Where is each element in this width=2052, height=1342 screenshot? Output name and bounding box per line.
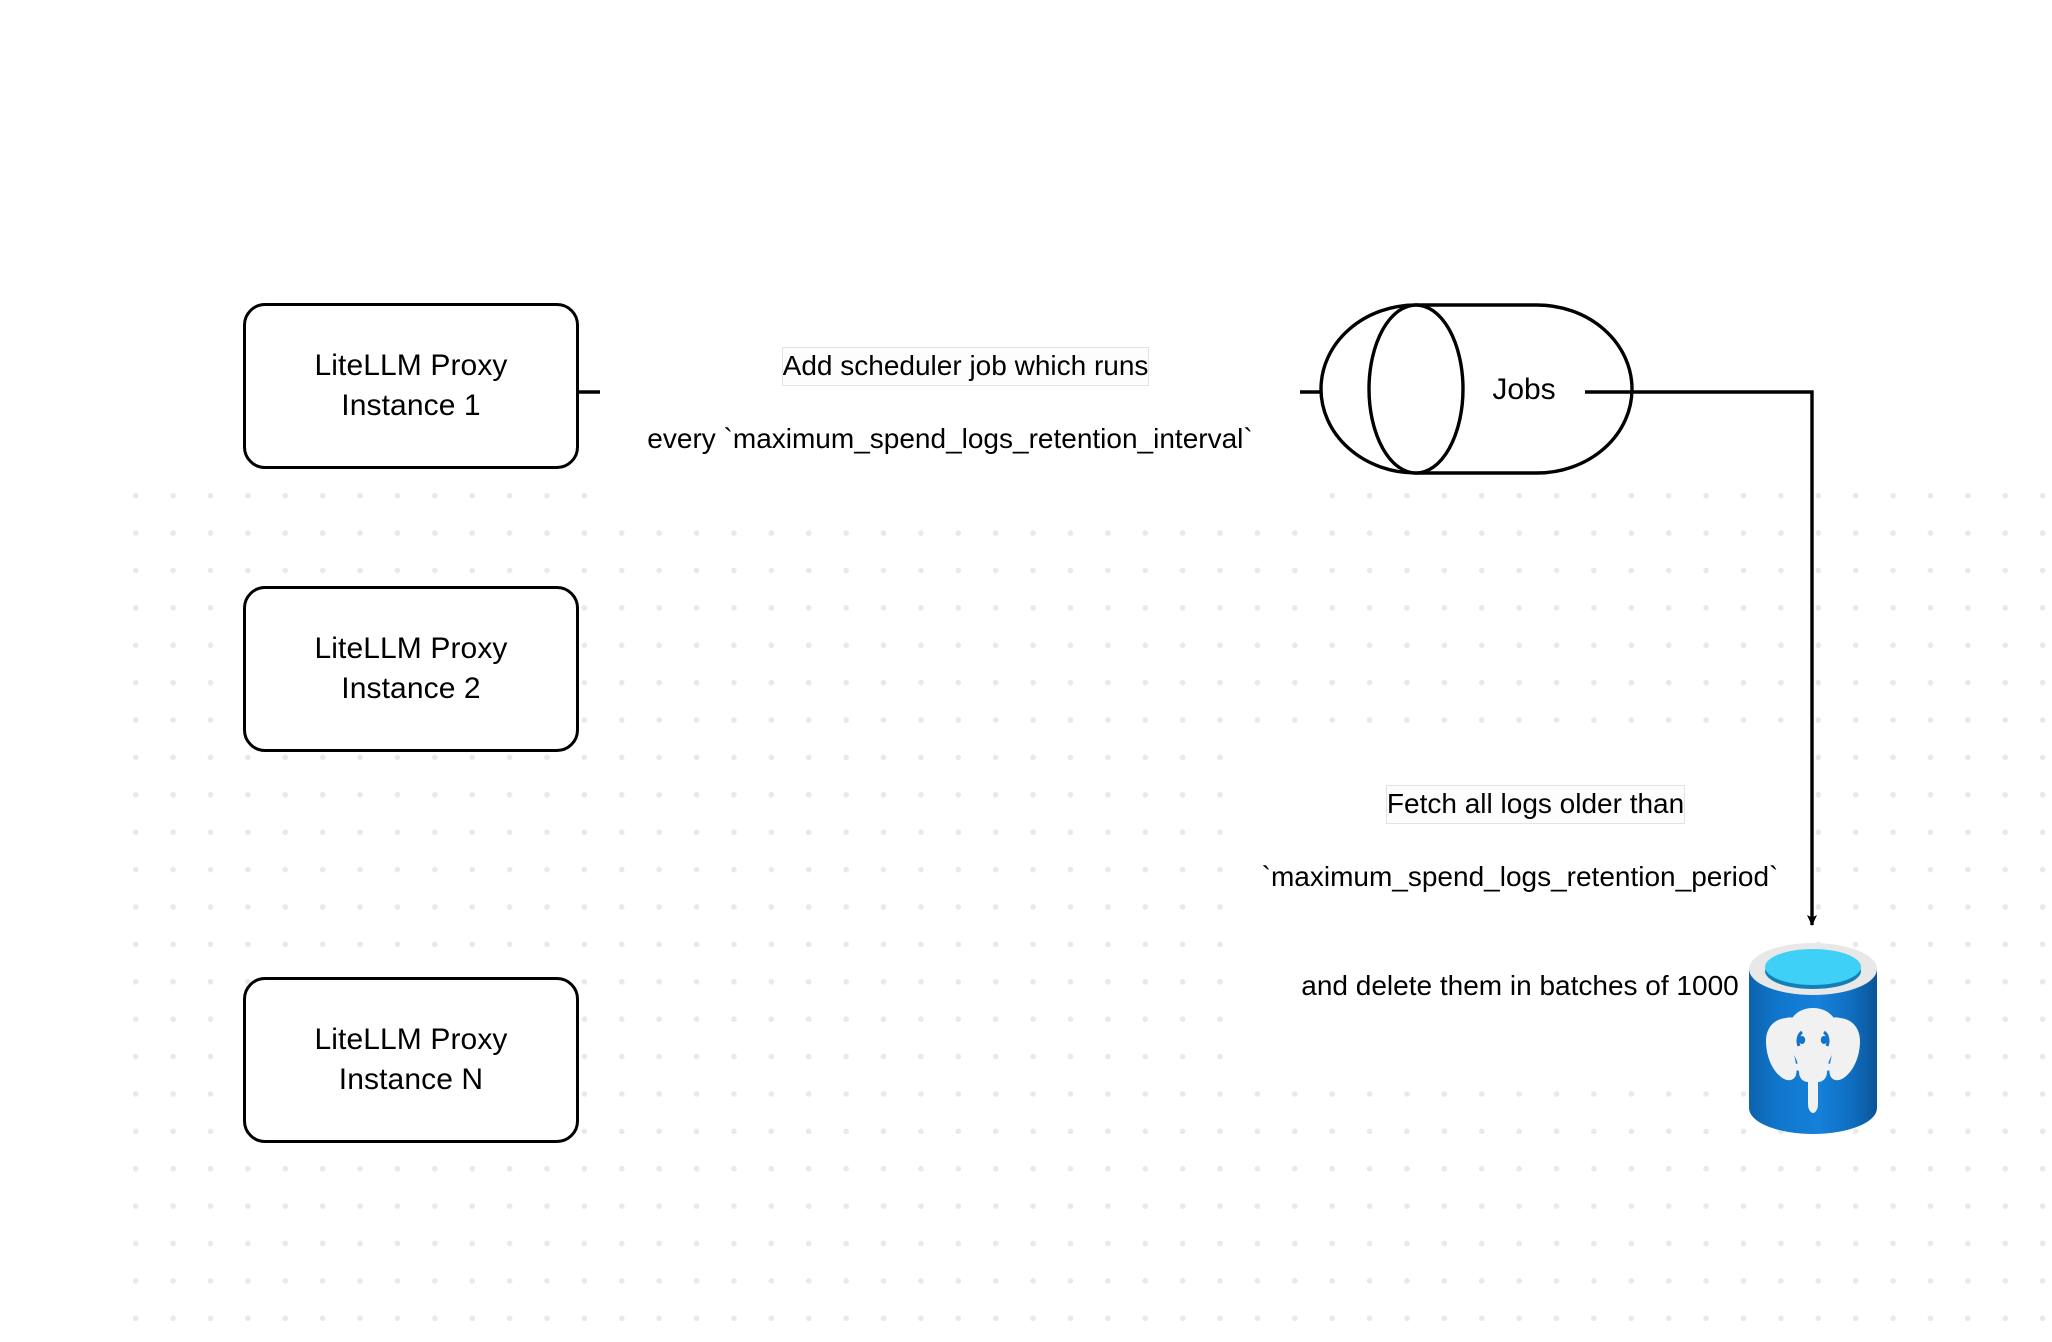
jobs-cylinder-shape [1319, 303, 1634, 475]
node-jobs-label: Jobs [1492, 373, 1556, 406]
edge-label-line: `maximum_spend_logs_retention_period` [1261, 861, 1779, 893]
node-postgres-database[interactable] [1744, 936, 1882, 1142]
node-litellm-proxy-instance-1[interactable]: LiteLLM Proxy Instance 1 [243, 303, 579, 469]
edge-label-fetch-delete: Fetch all logs older than `maximum_spend… [1240, 750, 1800, 1078]
edge-label-line: every `maximum_spend_logs_retention_inte… [647, 423, 1253, 455]
node-litellm-proxy-instance-2[interactable]: LiteLLM Proxy Instance 2 [243, 586, 579, 752]
node-label-line: Instance 1 [341, 389, 481, 422]
edge-label-line: Add scheduler job which runs [781, 347, 1150, 386]
connector-jobs-to-postgres [1585, 390, 1817, 926]
edge-label-line: Fetch all logs older than [1385, 785, 1686, 824]
node-litellm-proxy-instance-n[interactable]: LiteLLM Proxy Instance N [243, 977, 579, 1143]
node-label-line: LiteLLM Proxy [314, 1022, 508, 1056]
postgresql-database-icon [1749, 943, 1877, 1134]
node-label-line: Instance 2 [341, 672, 481, 705]
node-label-line: LiteLLM Proxy [314, 631, 508, 665]
node-label-line: LiteLLM Proxy [314, 348, 508, 382]
edge-label-line: and delete them in batches of 1000 [1301, 970, 1739, 1002]
edge-label-scheduler: Add scheduler job which runs every `maxi… [600, 312, 1300, 531]
node-label-line: Instance N [338, 1063, 484, 1096]
